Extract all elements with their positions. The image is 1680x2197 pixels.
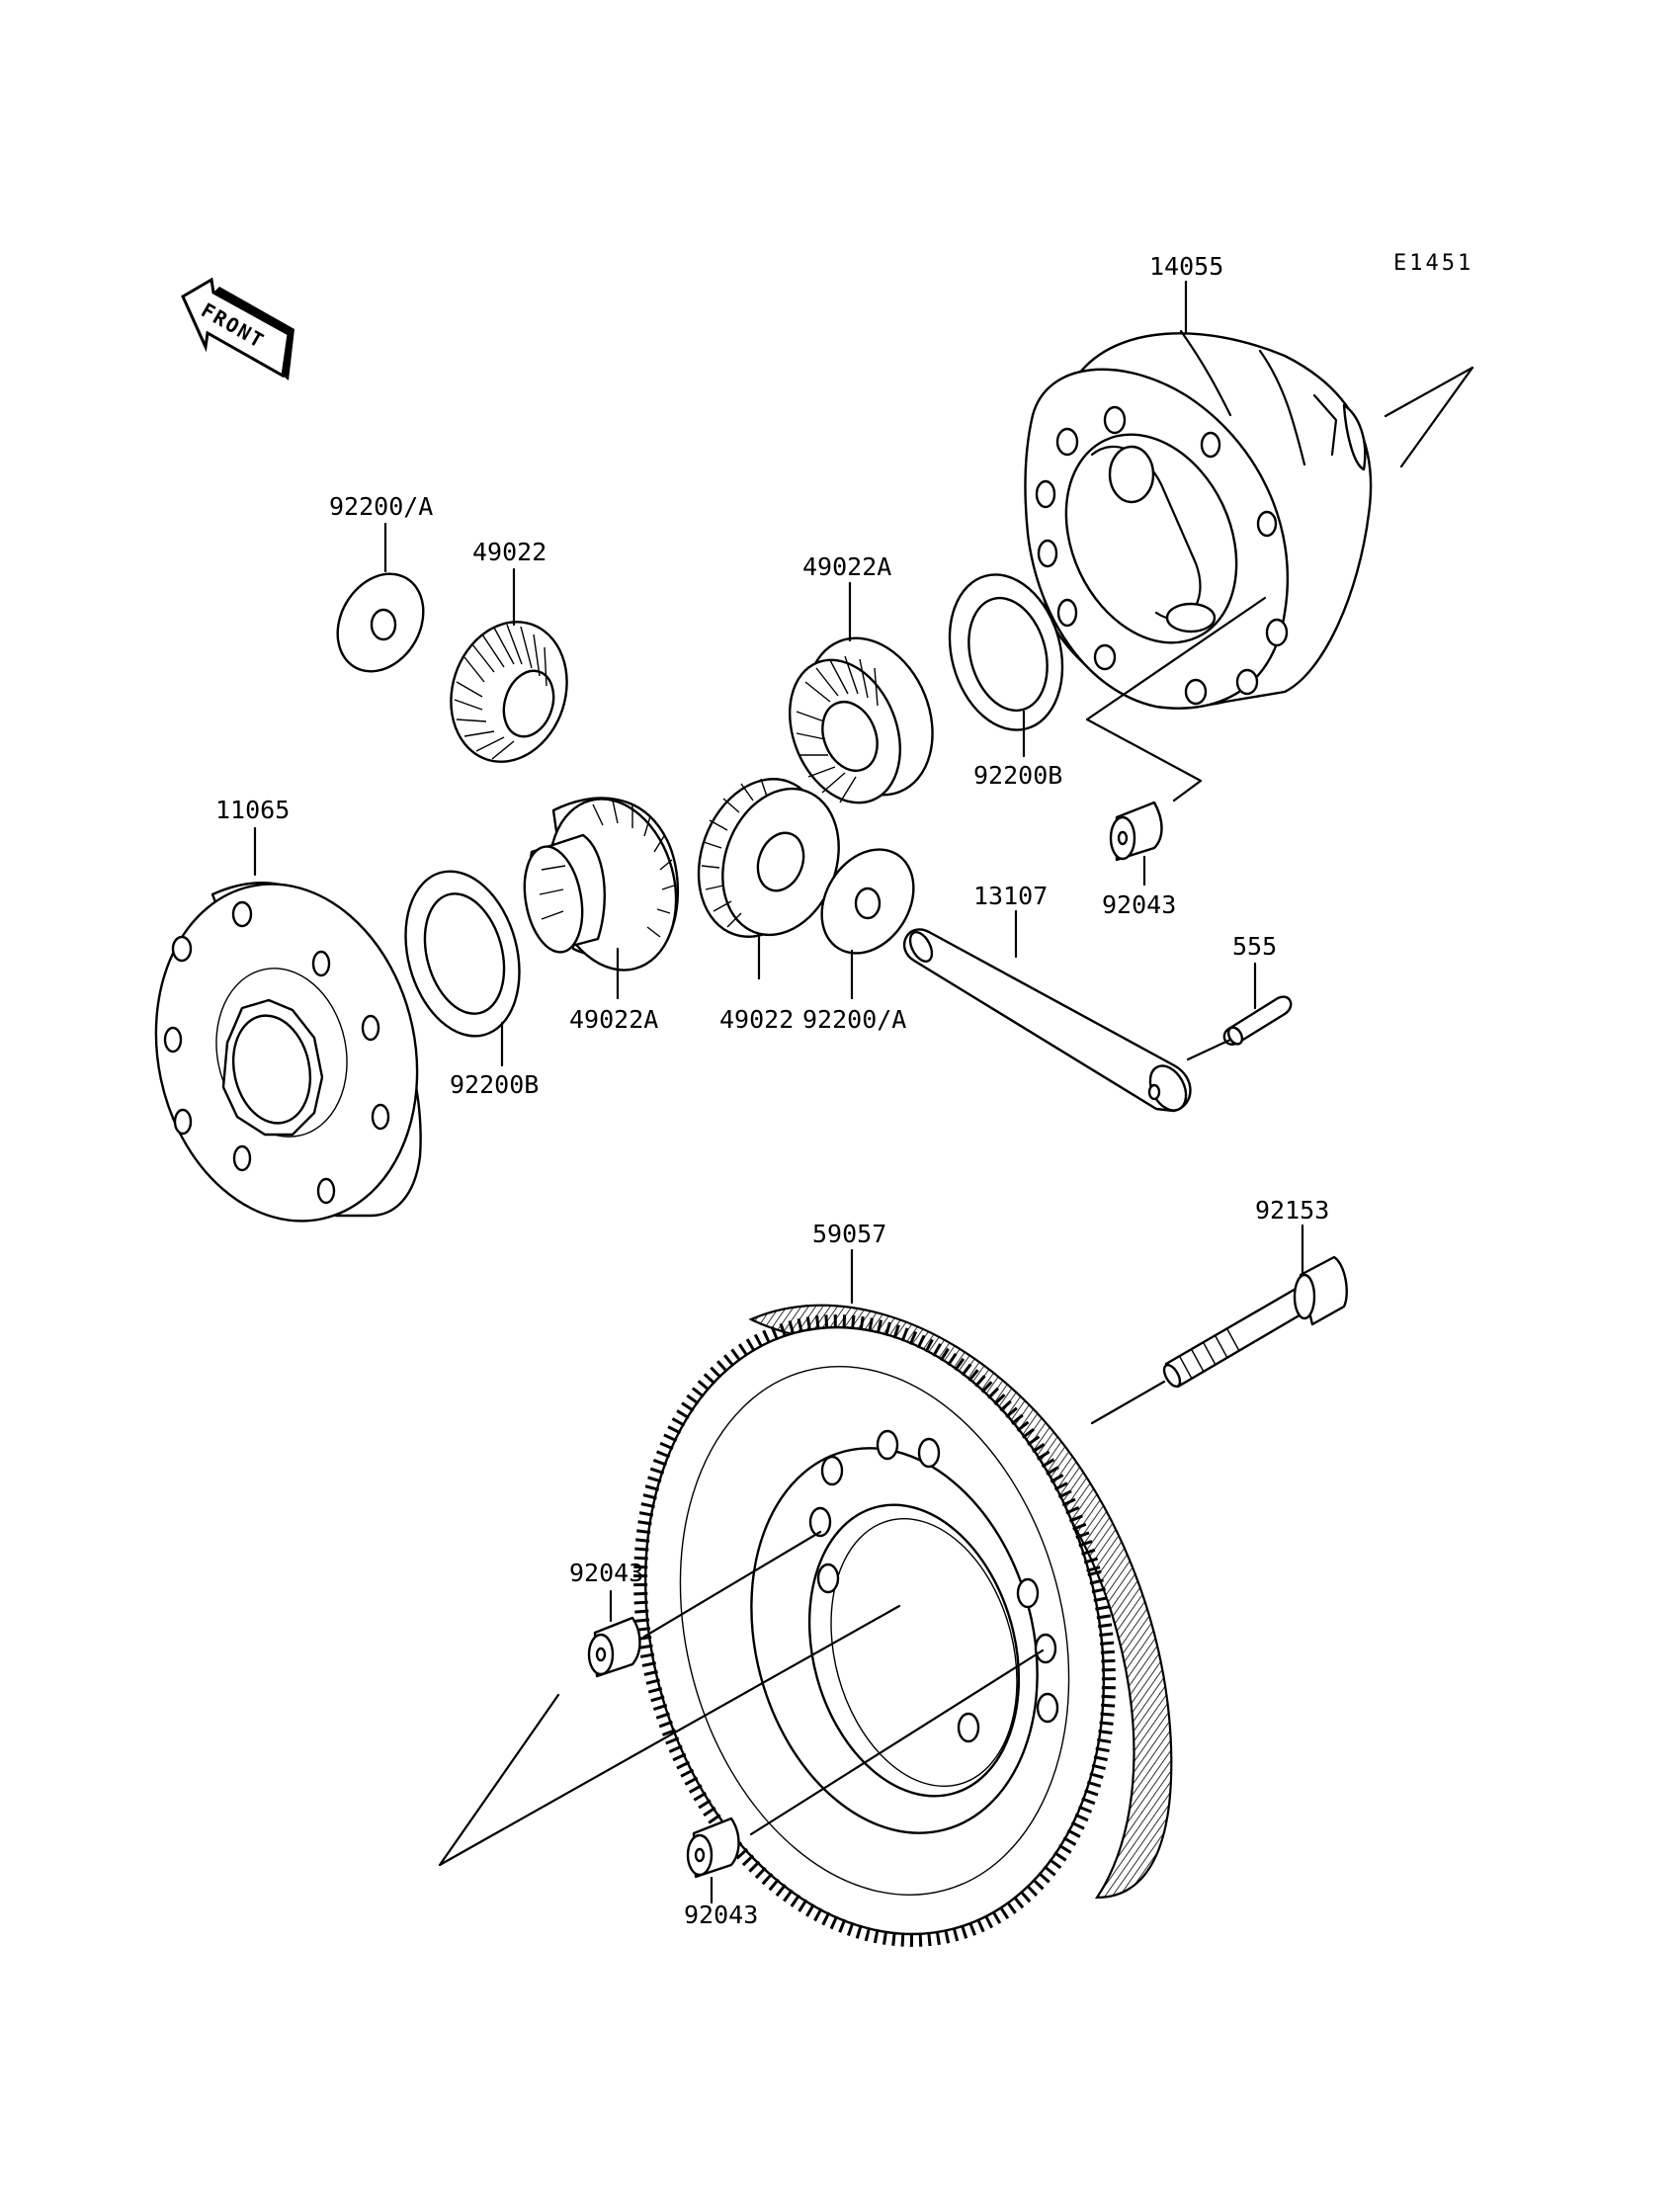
diagram-code: E1451 [1393,251,1473,276]
washer-92200a-bottom [820,848,915,955]
label-92043-bottom: 92043 [684,1901,758,1929]
label-49022-top: 49022 [472,538,546,566]
pinion-shaft-13107 [902,928,1192,1113]
washer-92200b-left [404,870,521,1038]
label-49022a-top: 49022A [802,552,891,581]
assembly-line-case [1384,366,1474,418]
assembly-line-ring-gear [438,1604,901,1867]
dowel-pin-92043-right [1109,801,1163,862]
label-92200a-top: 92200/A [329,492,433,521]
label-92200b-left: 92200B [450,1070,539,1099]
dowel-pin-92043-mid [587,1616,641,1678]
differential-case-14055 [1024,329,1373,710]
label-59057: 59057 [812,1220,886,1248]
label-49022a-left: 49022A [569,1005,658,1034]
ring-gear-59057 [633,1304,1173,1947]
front-arrow-icon: FRONT [181,277,294,380]
label-92043-mid: 92043 [569,1559,643,1587]
dowel-pin-92043-bottom [686,1817,740,1879]
assembly-line-dowel-bottom [749,1648,1045,1836]
label-92153: 92153 [1255,1196,1329,1225]
assembly-line-555 [1186,1038,1232,1061]
label-11065: 11065 [215,796,290,824]
label-92200a-bottom: 92200/A [802,1005,906,1034]
assembly-line-dowel-mid [642,1530,822,1639]
assembly-line-pin-right [1085,596,1267,803]
assembly-line-bolt [1090,1380,1166,1425]
side-gear-49022a-left [523,797,680,972]
pinion-gear-49022-top [450,621,568,763]
pin-555 [1222,995,1293,1046]
label-92043-right: 92043 [1102,890,1176,919]
assembly-line-case-2 [1399,366,1474,468]
label-14055: 14055 [1149,252,1223,281]
side-gear-49022a-top [788,636,934,804]
bolt-92153 [1162,1255,1348,1389]
label-555: 555 [1232,932,1277,961]
differential-cover-11065 [154,882,422,1223]
pinion-gear-49022-bottom [697,778,840,938]
label-49022-bottom: 49022 [719,1005,794,1034]
washer-92200a-top [336,572,425,673]
label-13107: 13107 [973,882,1048,910]
washer-92200b-right [948,573,1064,731]
label-92200b-right: 92200B [973,761,1062,790]
